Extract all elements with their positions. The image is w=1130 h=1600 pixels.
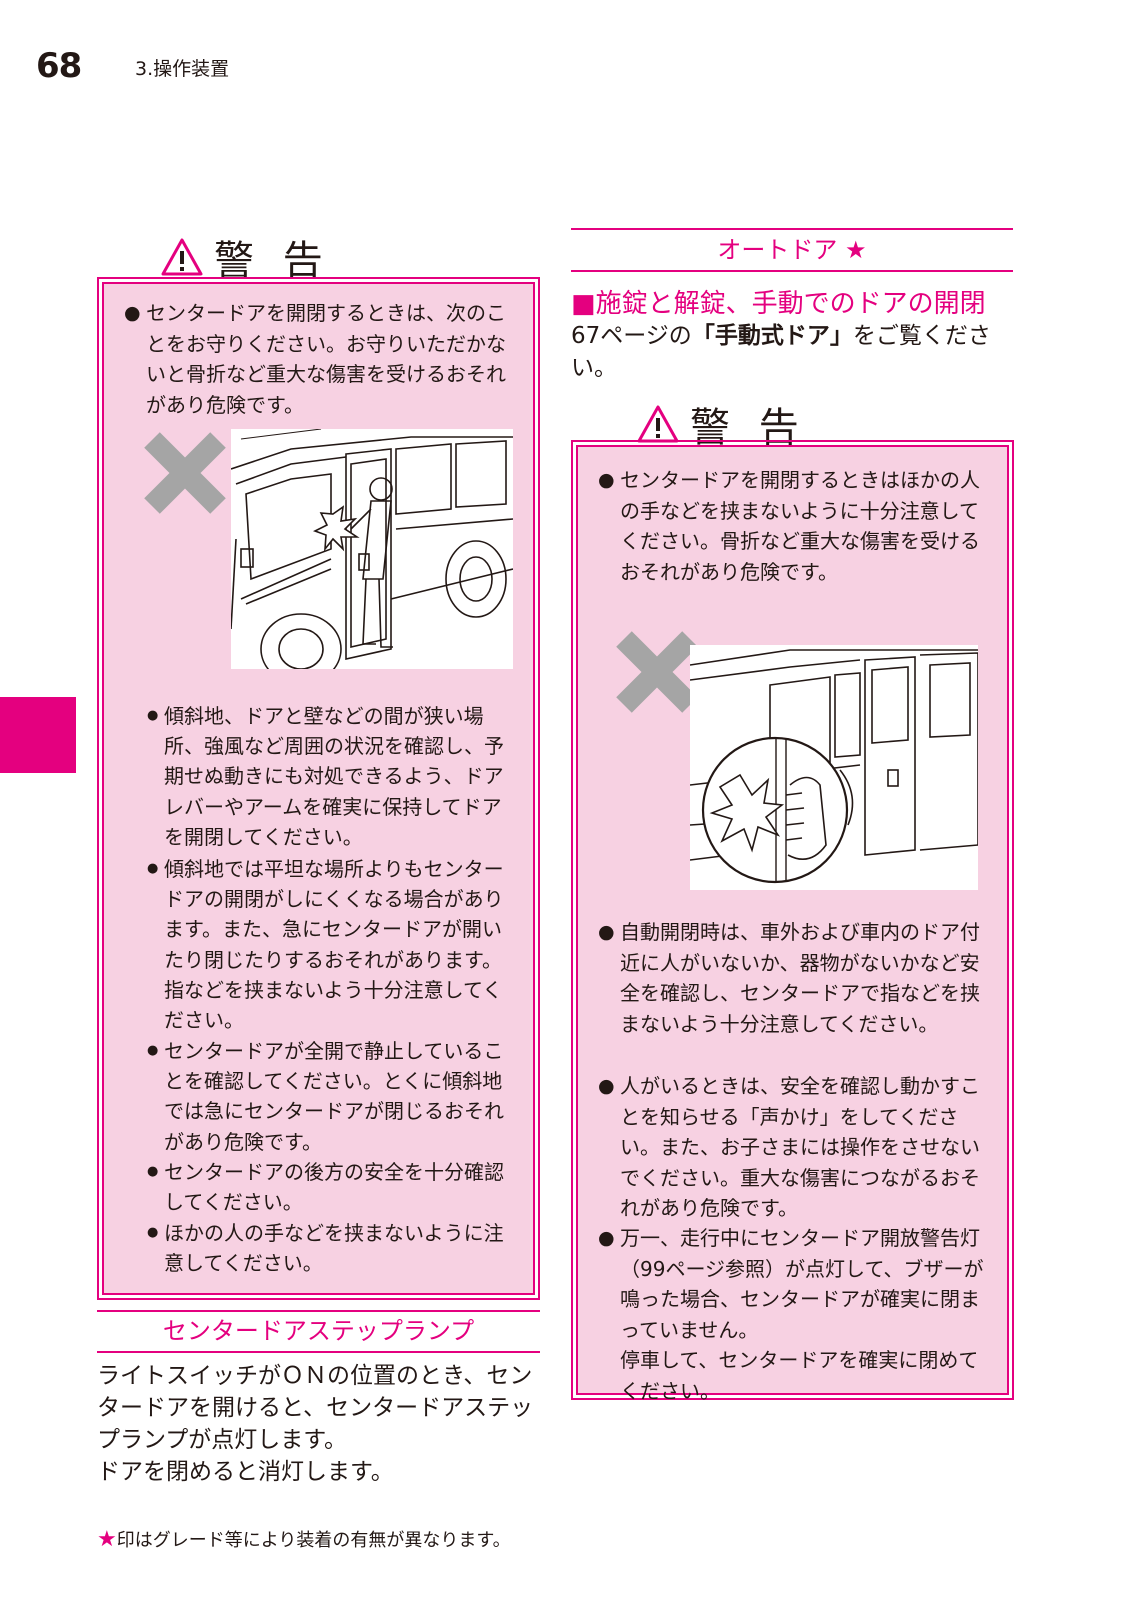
manual-door-reference: 67ページの「手動式ドア」をご覧ください。 bbox=[571, 323, 991, 381]
warning-list-item: ● 傾斜地では平坦な場所よりもセンタードアの開閉がしにくくなる場合があります。ま… bbox=[147, 857, 504, 1033]
warning-title: 警 告 bbox=[690, 405, 807, 451]
warning-item: ● 万一、走行中にセンタードア開放警告灯（99ページ参照）が点灯して、ブザーが鳴… bbox=[598, 1226, 984, 1342]
warning-title: 警 告 bbox=[214, 238, 331, 284]
warning-list-item: ● 傾斜地、ドアと壁などの間が狭い場所、強風など周囲の状況を確認し、予期せぬ動き… bbox=[147, 704, 504, 849]
warning-item: ● センタードアを開閉するときはほかの人の手などを挟まないように十分注意してくだ… bbox=[598, 468, 980, 584]
warning-item: ● 自動開閉時は、車外および車内のドア付近に人がいないか、器物がないかなど安全を… bbox=[598, 920, 980, 1036]
warning-item-note: 停車して、センタードアを確実に閉めてください。 bbox=[620, 1348, 979, 1403]
page-number: 68 bbox=[36, 46, 82, 86]
auto-door-heading: オートドア ★ bbox=[571, 228, 1013, 272]
step-lamp-description: ライトスイッチがＯＮの位置のとき、センタードアを開けると、センタードアステップラ… bbox=[97, 1363, 534, 1485]
chapter-side-tab bbox=[0, 697, 76, 773]
star-icon: ★ bbox=[97, 1527, 117, 1552]
left-warning-box: ● センタードアを開閉するときは、次のことをお守りください。お守りいただかないと… bbox=[97, 277, 540, 1300]
hand-pinch-illustration bbox=[690, 645, 978, 890]
warning-list-item: ● センタードアが全開で静止していることを確認してください。とくに傾斜地では急に… bbox=[147, 1039, 504, 1154]
manual-door-link[interactable]: 「手動式ドア」 bbox=[691, 323, 853, 349]
right-warning-box: ● センタードアを開閉するときはほかの人の手などを挟まないように十分注意してくだ… bbox=[571, 440, 1014, 1403]
warning-list-item: ● ほかの人の手などを挟まないように注意してください。 bbox=[147, 1221, 504, 1276]
warning-intro: ● センタードアを開閉するときは、次のことをお守りください。お守りいただかないと… bbox=[124, 301, 506, 417]
warning-triangle-icon bbox=[637, 405, 679, 443]
manual-operation-subheading: ■施錠と解錠、手動でのドアの開閉 bbox=[571, 289, 986, 319]
warning-item: ● 人がいるときは、安全を確認し動かすことを知らせる「声かけ」をしてください。ま… bbox=[598, 1074, 980, 1220]
step-lamp-heading: センタードアステップランプ bbox=[97, 1310, 540, 1353]
door-pinch-illustration bbox=[231, 429, 513, 669]
footnote: ★印はグレード等により装着の有無が異なります。 bbox=[97, 1527, 511, 1552]
warning-triangle-icon bbox=[161, 238, 203, 276]
chapter-title: 3.操作装置 bbox=[135, 58, 230, 80]
warning-list-item: ● センタードアの後方の安全を十分確認してください。 bbox=[147, 1160, 504, 1215]
right-warning-heading: 警 告 bbox=[636, 395, 807, 453]
prohibit-x-icon bbox=[144, 432, 226, 514]
left-warning-heading: 警 告 bbox=[160, 228, 331, 286]
prohibit-x-icon bbox=[616, 631, 698, 713]
